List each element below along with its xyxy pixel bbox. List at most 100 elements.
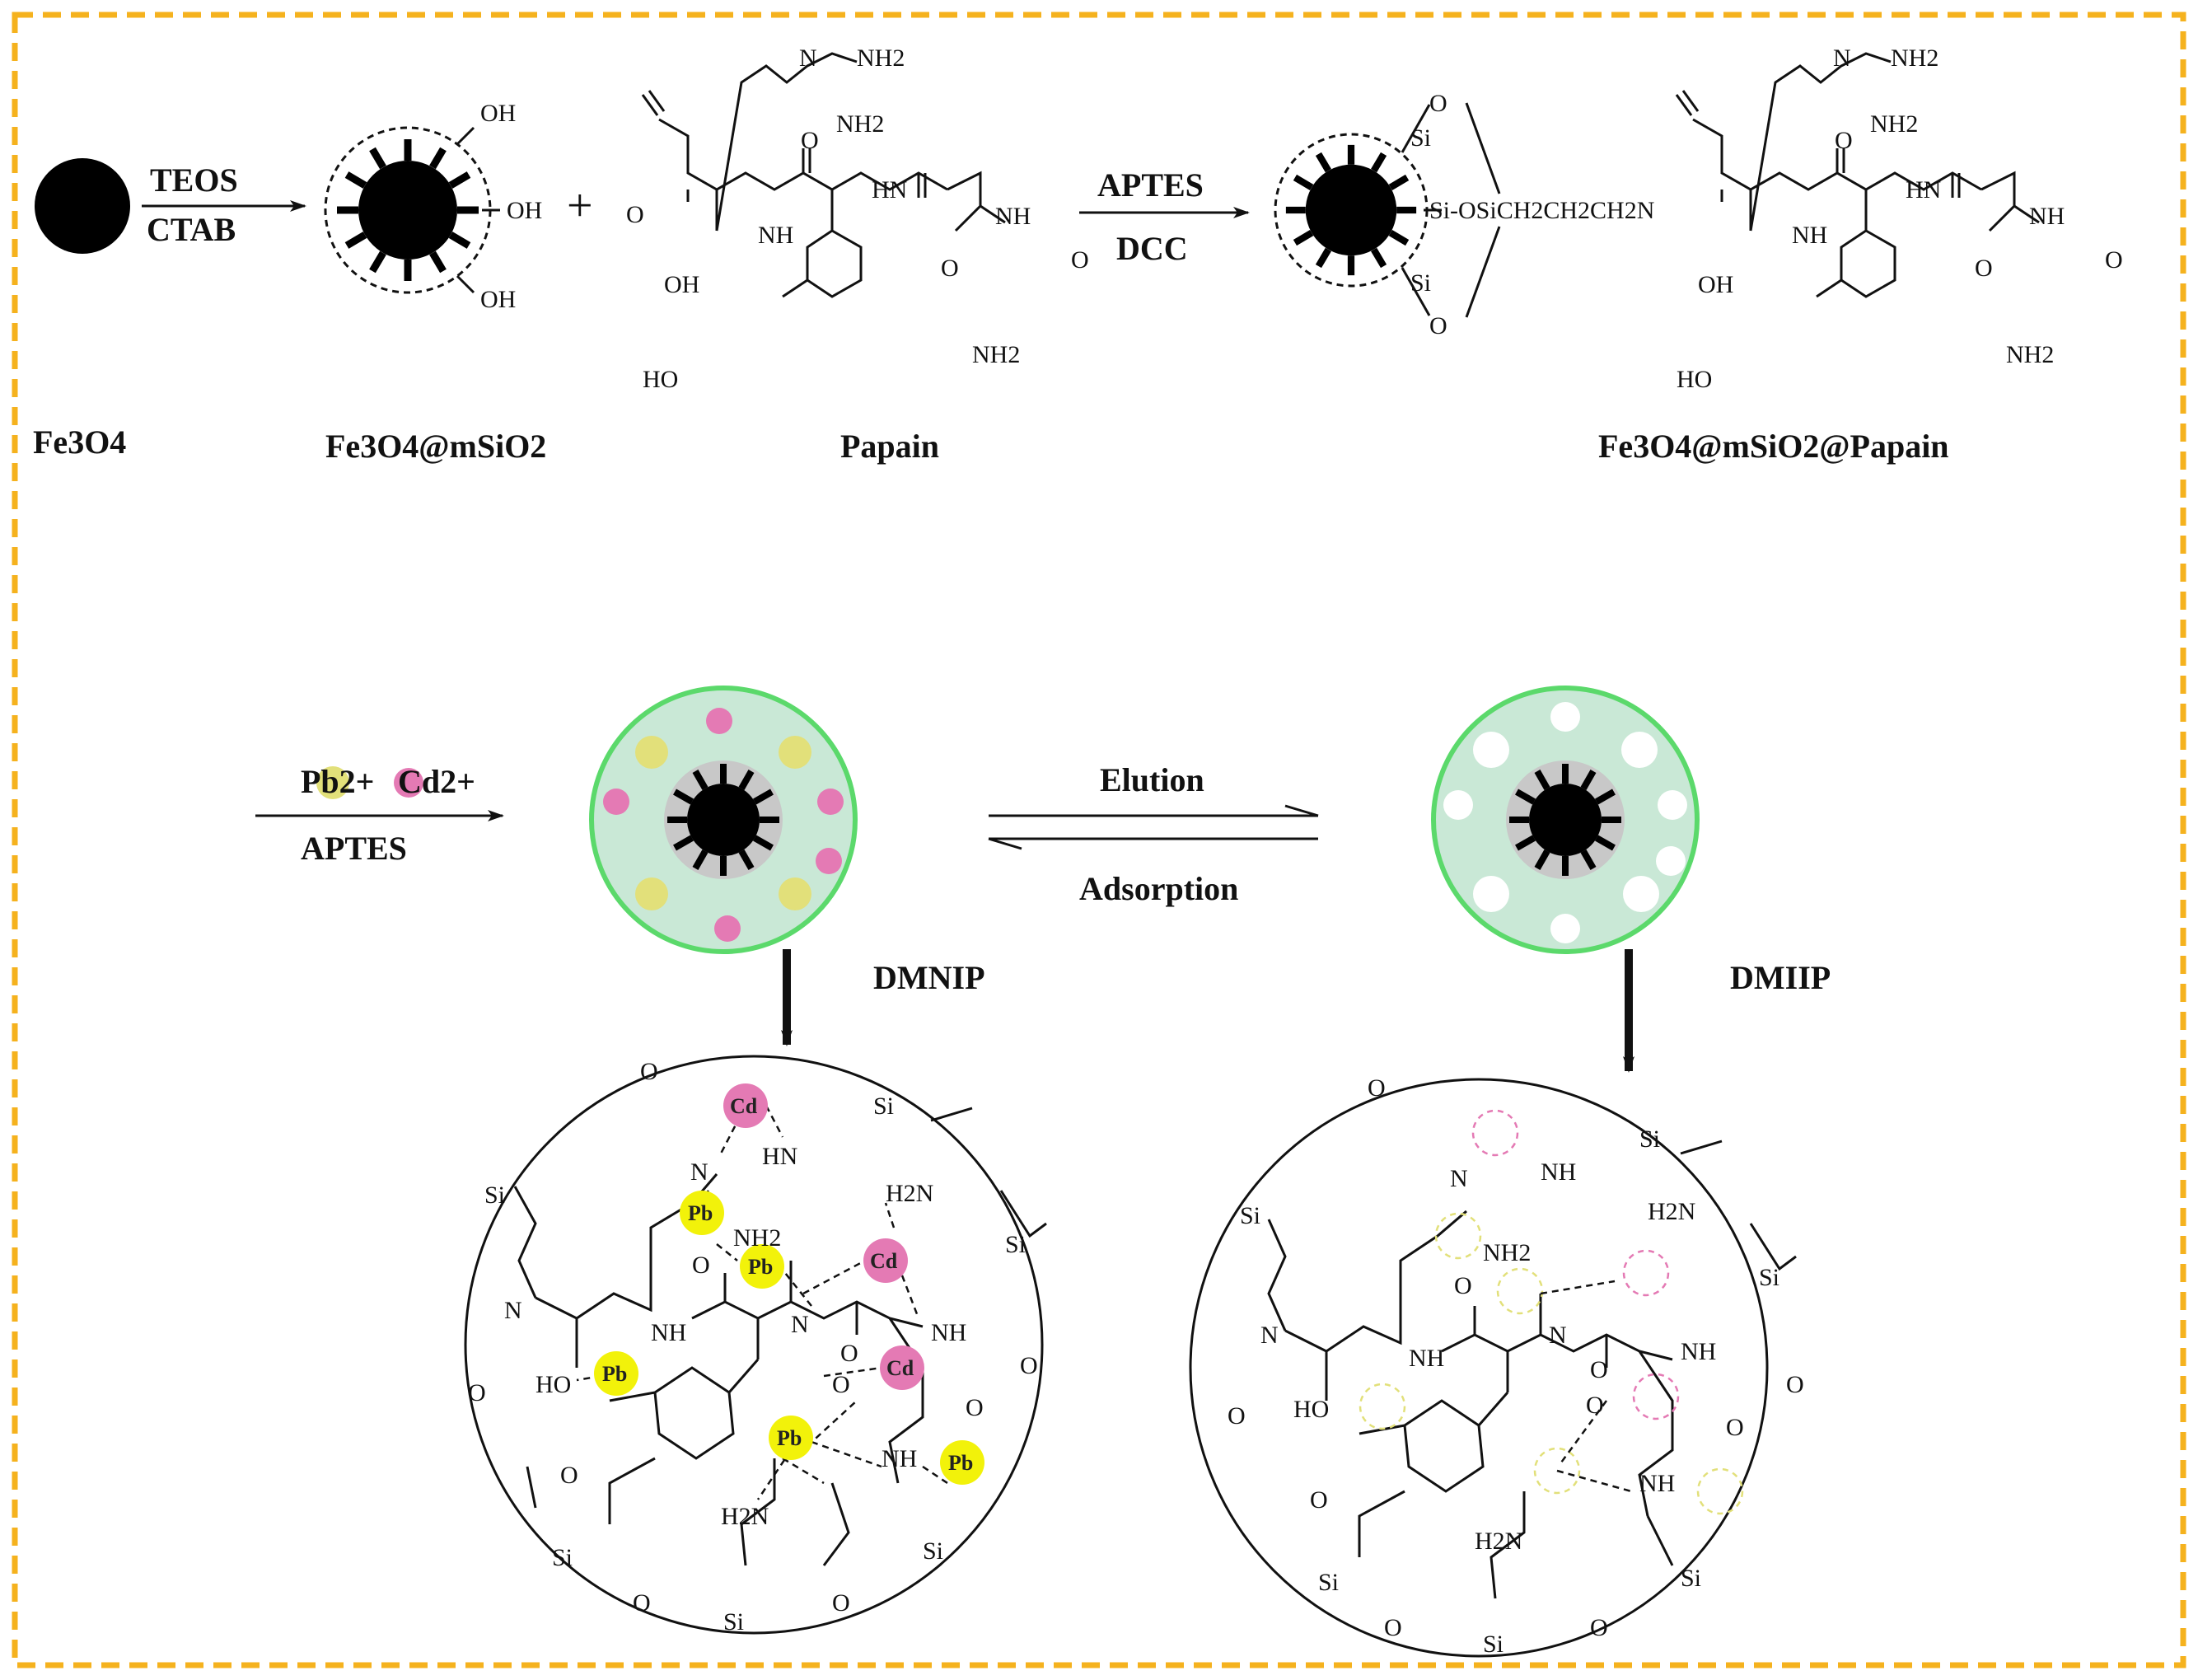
atom-h2n: H2N — [1648, 1198, 1695, 1225]
atom-o: O — [1310, 1486, 1328, 1514]
svg-text:Pb: Pb — [948, 1451, 973, 1475]
vacant-pb-site — [1359, 1383, 1406, 1430]
grafted-n-imine: N — [1833, 44, 1851, 72]
papain-o-3: O — [1071, 246, 1089, 274]
atom-nh: NH — [882, 1445, 917, 1472]
atom-o: O — [1590, 1356, 1608, 1383]
empty-cavity — [1550, 702, 1580, 732]
atom-n: N — [1260, 1322, 1279, 1349]
atom-si: Si — [1005, 1231, 1026, 1258]
empty-cavity — [1623, 876, 1659, 912]
atom-si: Si — [552, 1544, 573, 1571]
pb-ion-site: Pb — [740, 1244, 784, 1289]
grafted-nh2-top: NH2 — [1891, 44, 1938, 72]
imprint-cd — [714, 915, 741, 942]
papain-structure: N NH2 NH2 O OH NH O HN NH O O NH2 HO — [626, 44, 1089, 393]
papain-oh-acid: OH — [664, 271, 699, 298]
dmiip-bead — [1431, 686, 1700, 954]
empty-cavity — [1550, 914, 1580, 943]
atom-o: O — [1368, 1074, 1386, 1102]
atom-o: O — [692, 1252, 710, 1279]
imprint-cd — [603, 789, 629, 815]
pb-ion-marker — [316, 766, 349, 799]
atom-o: O — [832, 1371, 850, 1398]
imprint-cd — [816, 848, 842, 874]
atom-n: N — [504, 1297, 522, 1324]
adsorption-label: Adsorption — [1079, 870, 1238, 907]
o-atom-top: O — [1429, 90, 1447, 117]
si-atom-top: Si — [1410, 124, 1431, 152]
atom-nh2: NH2 — [733, 1224, 781, 1252]
papain-nh2-top: NH2 — [857, 44, 905, 72]
oh-group-right: OH — [507, 197, 542, 224]
scheme-frame — [12, 12, 2186, 1668]
equilibrium-arrows: Elution Adsorption — [988, 761, 1319, 907]
papain-nh2-guan: NH2 — [836, 110, 884, 138]
pb-ion-label: Pb2+ — [301, 763, 374, 800]
atom-n: N — [690, 1158, 709, 1186]
imprint-pb — [635, 877, 668, 910]
dmiip-cavity-detail: O Si NH N Si NH2 H2N Si O N NH N NH O O … — [1189, 1074, 1804, 1658]
step1-arrow: TEOS CTAB — [142, 161, 306, 248]
pb-ion-site: Pb — [769, 1416, 813, 1460]
fe3o4-msio2-papain-label: Fe3O4@mSiO2@Papain — [1598, 428, 1949, 465]
empty-cavity — [1656, 846, 1686, 876]
atom-nh: NH — [1681, 1338, 1716, 1365]
plus-sign: + — [567, 180, 593, 232]
atom-nh2: NH2 — [1483, 1239, 1531, 1266]
fe3o4-particle — [35, 158, 130, 254]
empty-cavity — [1658, 790, 1687, 820]
empty-cavity — [1621, 732, 1658, 768]
grafted-ho: HO — [1677, 366, 1712, 393]
atom-o: O — [1020, 1352, 1038, 1379]
grafted-nh2-guan: NH2 — [1870, 110, 1918, 138]
svg-text:Pb: Pb — [602, 1362, 627, 1386]
atom-si: Si — [484, 1182, 505, 1209]
atom-o: O — [640, 1058, 658, 1085]
pb-ion-site: Pb — [680, 1191, 724, 1235]
dmiip-label: DMIIP — [1730, 959, 1831, 996]
atom-nh: NH — [931, 1319, 966, 1346]
cd-ion-label: Cd2+ — [398, 763, 475, 800]
atom-o: O — [966, 1394, 984, 1421]
atom-hn: HN — [762, 1143, 797, 1170]
atom-si: Si — [1639, 1125, 1660, 1153]
atom-nh: NH — [651, 1319, 686, 1346]
step2-reagent-bottom: DCC — [1116, 230, 1188, 267]
cd-ion-site: Cd — [863, 1238, 908, 1283]
imprint-cd — [817, 789, 844, 815]
atom-si: Si — [1483, 1631, 1504, 1658]
fe3o4-core — [35, 158, 130, 254]
atom-n: N — [1549, 1322, 1567, 1349]
atom-o: O — [468, 1379, 486, 1406]
empty-cavity — [1443, 790, 1473, 820]
dmnip-bead — [589, 686, 858, 954]
imprint-pb — [635, 736, 668, 769]
papain-hn: HN — [872, 176, 907, 204]
vacant-pb-site — [1434, 1212, 1482, 1260]
atom-o: O — [560, 1462, 578, 1489]
grafted-nh-1: NH — [1792, 222, 1827, 249]
svg-text:Cd: Cd — [730, 1094, 758, 1118]
papain-nh2-bottom: NH2 — [972, 341, 1020, 368]
svg-text:Cd: Cd — [870, 1249, 898, 1273]
atom-nh: NH — [1541, 1158, 1576, 1186]
grafted-oh: OH — [1698, 271, 1733, 298]
atom-o: O — [1786, 1371, 1804, 1398]
dmnip-label: DMNIP — [873, 959, 985, 996]
atom-h2n: H2N — [1475, 1528, 1522, 1555]
vacant-pb-site — [1496, 1267, 1544, 1315]
oh-group-bottom: OH — [480, 286, 516, 313]
grafted-nh-2: NH — [2029, 203, 2065, 230]
step3-reagent-bottom: APTES — [301, 830, 407, 867]
papain-o-2: O — [941, 255, 959, 282]
svg-text:Pb: Pb — [748, 1255, 773, 1279]
atom-nh: NH — [1409, 1345, 1444, 1372]
grafted-o-3: O — [2105, 246, 2123, 274]
cd-ion-marker — [394, 768, 423, 798]
imprint-pb — [779, 736, 811, 769]
atom-ho: HO — [1293, 1396, 1329, 1423]
papain-o-acid: O — [626, 201, 644, 228]
fe3o4-msio2-label: Fe3O4@mSiO2 — [325, 428, 546, 465]
fe3o4-msio2-particle: OH OH OH — [324, 100, 542, 313]
